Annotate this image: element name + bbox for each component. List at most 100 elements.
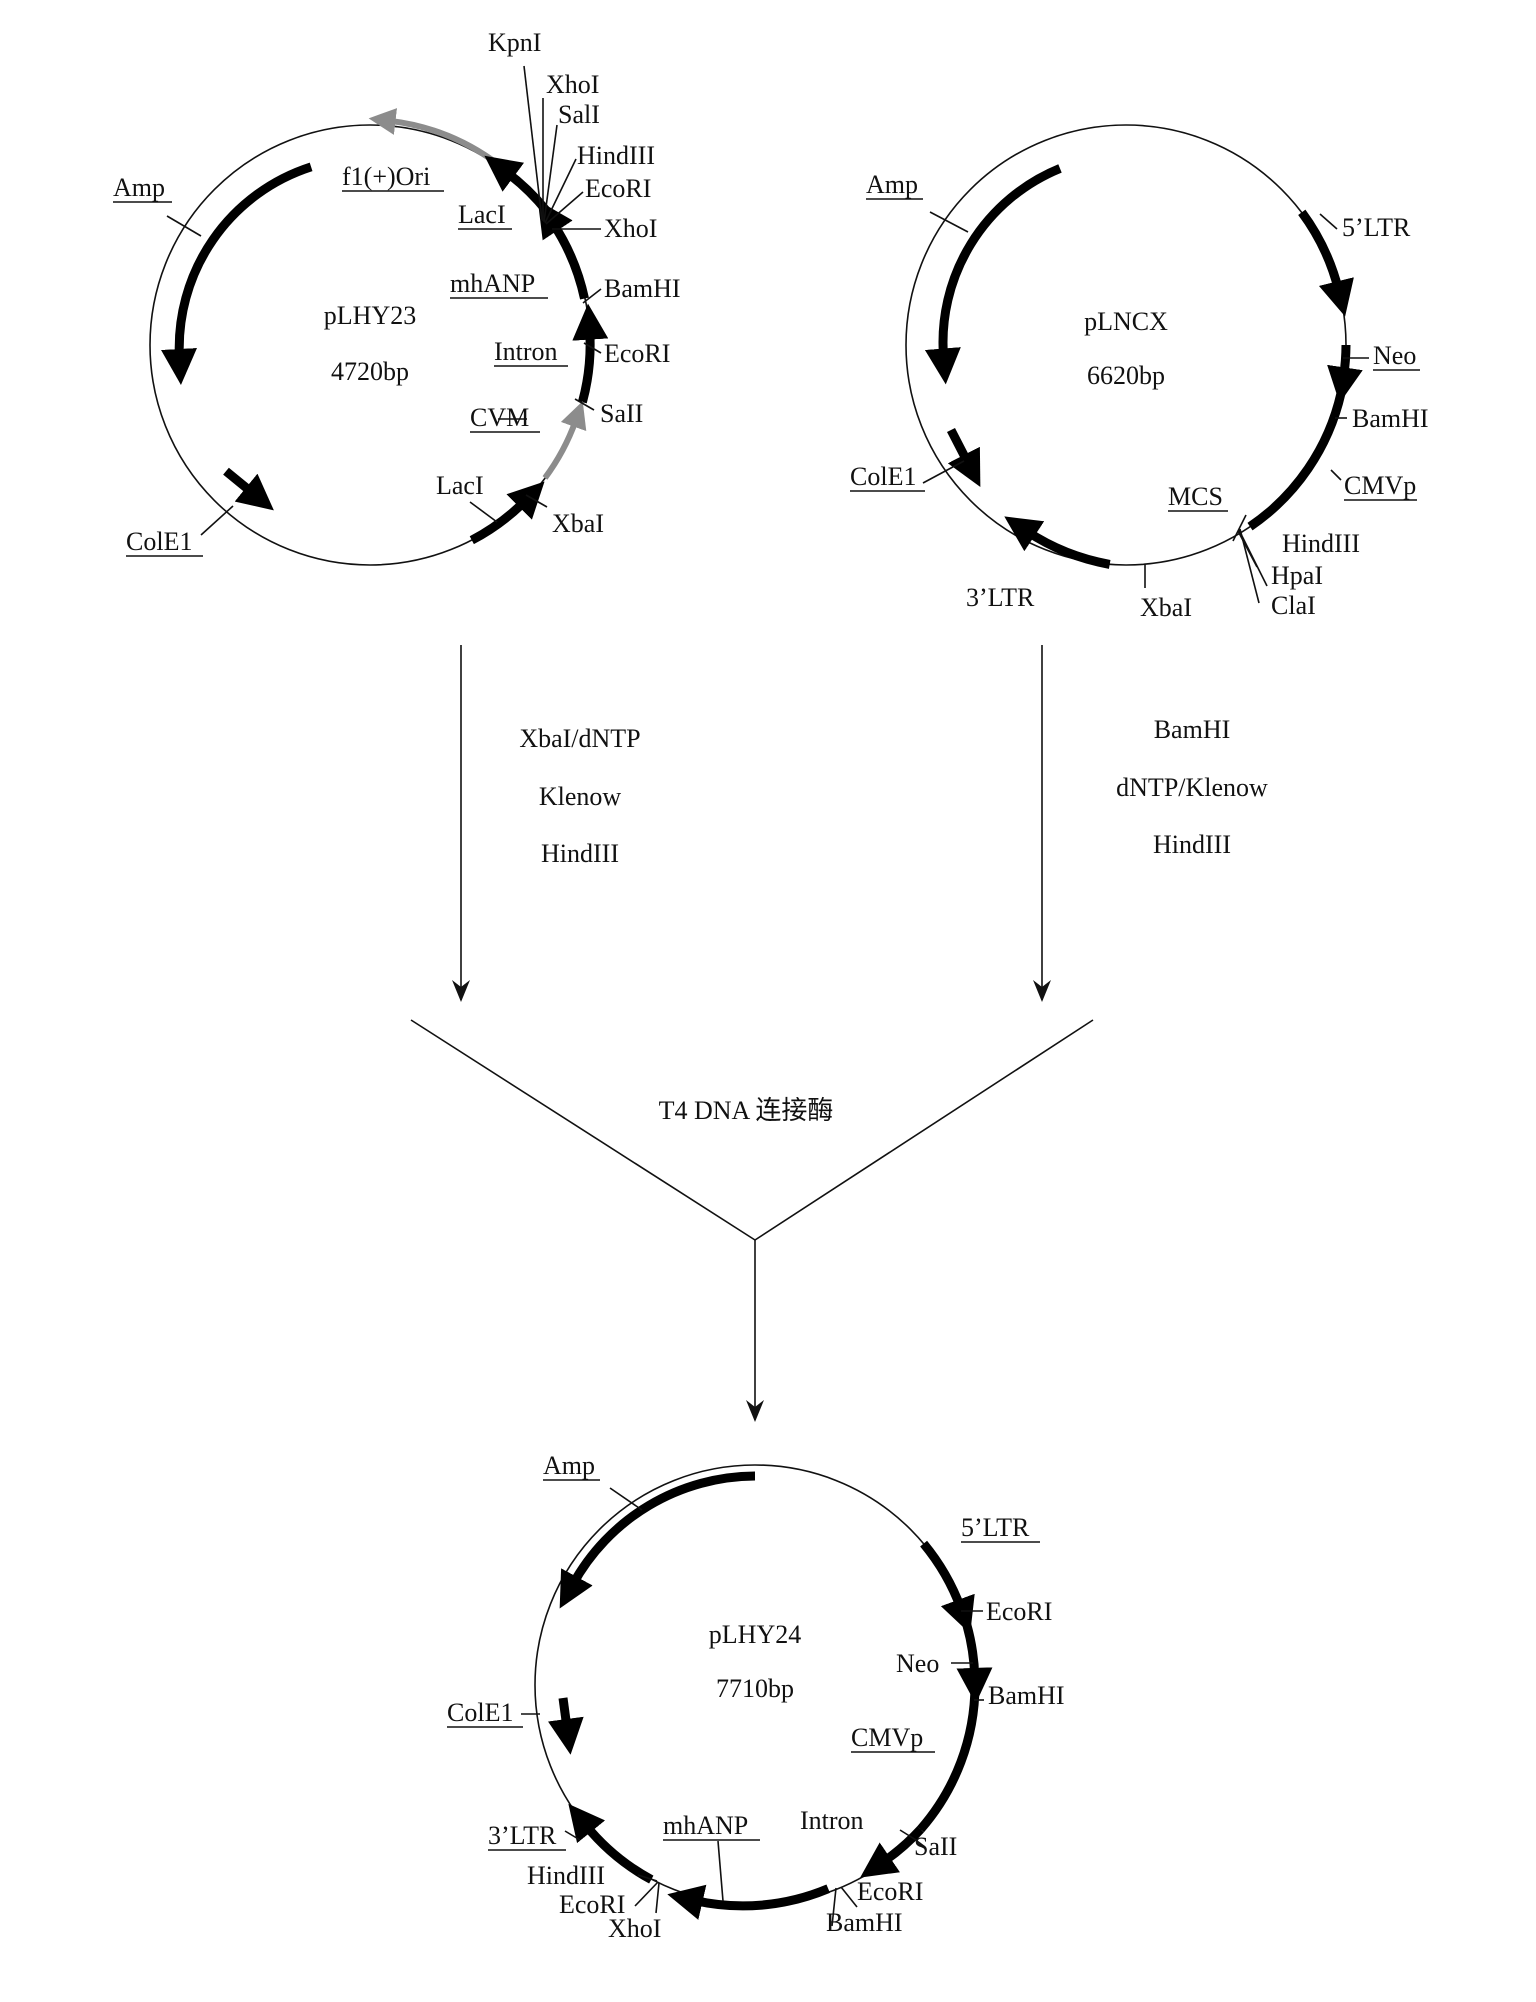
xhoi-label: XhoI	[608, 1914, 661, 1943]
cmvp-label: CMVp	[851, 1723, 923, 1752]
hpai-label: HpaI	[1271, 561, 1323, 590]
mcs-leader	[1232, 514, 1247, 542]
left-step-2: Klenow	[539, 782, 622, 811]
left-step-1: XbaI/dNTP	[519, 724, 640, 753]
plasmid-name: pLNCX	[1084, 307, 1168, 336]
cvm-label: CVM	[470, 403, 529, 432]
f1ori-label: f1(+)Ori	[342, 162, 430, 191]
mhanp-leader	[717, 1840, 724, 1902]
f1ori-arrow	[368, 108, 495, 163]
cole1-arrow	[223, 467, 274, 511]
sali-top-label: SalI	[558, 100, 600, 129]
amp-arrow	[161, 162, 313, 385]
ecori-bottom-tick	[840, 1886, 858, 1908]
ltr5-label: 5’LTR	[1342, 213, 1411, 242]
amp-leader	[929, 211, 969, 233]
xhoi-tick	[655, 1882, 660, 1914]
xbai-label: XbaI	[1140, 593, 1192, 622]
laci-top-label: LacI	[458, 200, 506, 229]
cole1-leader	[200, 505, 234, 536]
cmvp-arrow	[917, 1684, 980, 1833]
clai-tick	[1239, 528, 1260, 604]
ecori-left-tick	[634, 1881, 659, 1907]
xbai-tick	[525, 494, 548, 508]
bamhi-label: BamHI	[604, 274, 681, 303]
hindiii-label: HindIII	[1282, 529, 1360, 558]
plasmid-size: 6620bp	[1087, 361, 1165, 390]
amp-arrow	[924, 164, 1062, 385]
ltr3-label: 3’LTR	[488, 1821, 557, 1850]
ligation-label: T4 DNA 连接酶	[659, 1096, 834, 1125]
ecori-top-label: EcoRI	[585, 174, 651, 203]
ltr5-arrow	[920, 1540, 975, 1634]
mhanp-label: mhANP	[450, 269, 535, 298]
intron-label: Intron	[494, 337, 558, 366]
intron-label: Intron	[800, 1806, 864, 1835]
ecori-mid-tick	[583, 342, 602, 354]
hindiii-tick	[637, 1874, 658, 1882]
plasmid-size: 4720bp	[331, 357, 409, 386]
plasmid-name: pLHY24	[709, 1620, 801, 1649]
right-step-2: dNTP/Klenow	[1116, 773, 1268, 802]
ltr5-arrow	[1298, 209, 1354, 317]
neo-label: Neo	[1373, 341, 1416, 370]
plasmid-pLHY24: Amp 5’LTR EcoRI Neo BamHI CMVp Intron Sa…	[447, 1451, 1065, 1943]
sali-mid-tick	[574, 398, 595, 411]
amp-label: Amp	[543, 1451, 595, 1480]
bamhi-bottom-label: BamHI	[826, 1908, 903, 1937]
amp-leader	[166, 215, 202, 237]
sali-mid-label: SaII	[600, 399, 643, 428]
kpni-tick	[523, 65, 543, 221]
ecori-mid-label: EcoRI	[604, 339, 670, 368]
ltr3-label: 3’LTR	[966, 583, 1035, 612]
amp-leader	[609, 1487, 643, 1511]
xhoi-top-label: XhoI	[546, 70, 599, 99]
bamhi-top-label: BamHI	[988, 1681, 1065, 1710]
ltr3-leader	[564, 1830, 581, 1841]
ecori-top-label: EcoRI	[986, 1597, 1052, 1626]
neo-arrow	[1327, 344, 1363, 404]
amp-label: Amp	[866, 170, 918, 199]
mhanp-arrow	[537, 200, 589, 300]
sali-top-tick	[543, 124, 558, 223]
merge-line-left	[410, 1019, 756, 1241]
merge-line-right	[754, 1019, 1094, 1241]
right-step-3: HindIII	[1153, 830, 1231, 859]
bamhi-tick	[582, 288, 602, 304]
bamhi-label: BamHI	[1352, 404, 1429, 433]
mhanp-label: mhANP	[663, 1811, 748, 1840]
hindiii-label: HindIII	[577, 141, 655, 170]
xbai-label: XbaI	[552, 509, 604, 538]
cmvp-label: CMVp	[1344, 471, 1416, 500]
process-flow: XbaI/dNTP Klenow HindIII BamHI dNTP/Klen…	[410, 645, 1268, 1422]
bamhi-bottom-tick	[831, 1887, 837, 1927]
cole1-label: ColE1	[126, 527, 192, 556]
plasmid-name: pLHY23	[324, 301, 416, 330]
plasmid-pLNCX: Amp 5’LTR Neo BamHI CMVp MCS HindIII Hpa…	[850, 124, 1429, 622]
cmvp-leader	[1330, 469, 1342, 481]
cmvp-arrow	[1247, 392, 1346, 531]
cole1-arrow	[547, 1697, 584, 1755]
laci-bottom-label: LacI	[436, 471, 484, 500]
hpai-tick	[1238, 529, 1268, 587]
right-step-1: BamHI	[1154, 715, 1231, 744]
hindiii-tick	[544, 158, 577, 224]
mhanp-arrow	[667, 1884, 830, 1920]
cvm-arrow	[542, 401, 587, 480]
intron-arrow	[572, 303, 609, 404]
kpni-label: KpnI	[488, 28, 541, 57]
cole1-label: ColE1	[850, 462, 916, 491]
intron-arrow	[860, 1826, 924, 1878]
plasmid-size: 7710bp	[716, 1674, 794, 1703]
ltr3-arrow	[568, 1803, 654, 1884]
mcs-label: MCS	[1168, 482, 1223, 511]
ltr5-label: 5’LTR	[961, 1513, 1030, 1542]
ecori-left-label: EcoRI	[559, 1890, 625, 1919]
neo-arrow	[956, 1623, 993, 1704]
sali-label: SaII	[914, 1832, 957, 1861]
hindiii-label: HindIII	[527, 1861, 605, 1890]
amp-label: Amp	[113, 173, 165, 202]
laci-bottom-arrow	[469, 481, 545, 545]
amp-arrow	[559, 1471, 756, 1609]
